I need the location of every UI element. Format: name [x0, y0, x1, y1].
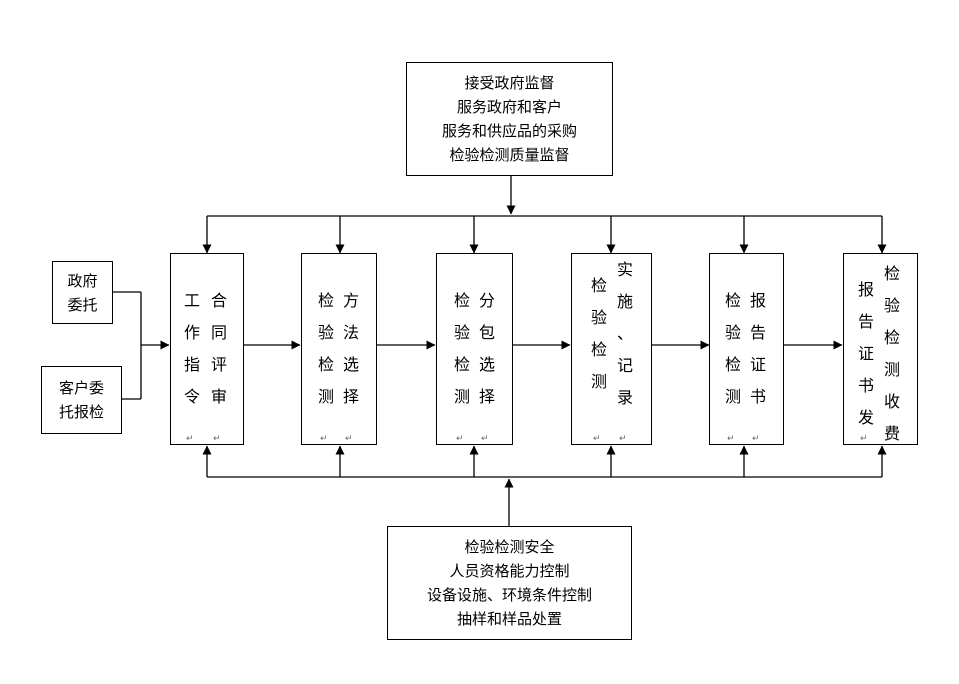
step-char: 记: [616, 356, 633, 375]
step-char: 作: [183, 323, 200, 342]
step-col-1: 检验检测: [451, 254, 473, 413]
step-char: 实: [616, 260, 633, 279]
step-char: 施: [616, 292, 633, 311]
step-char: 择: [342, 387, 359, 406]
step-char: 检: [453, 291, 470, 310]
input-box-client: 客户委 托报检: [41, 366, 122, 434]
step-char: 告: [857, 312, 874, 331]
step-char: 报: [857, 280, 874, 299]
step-char: 测: [453, 387, 470, 406]
step-col-2: 实施、记录: [614, 254, 636, 414]
step-char: 指: [183, 355, 200, 374]
bottom-box-line: 设备设施、环境条件控制: [426, 586, 592, 604]
bottom-box-line: 检验检测安全: [464, 538, 555, 556]
step-box-3: 检验检测 分包选择 ↵↵: [436, 253, 513, 445]
step-col-2: 分包选择: [476, 254, 498, 413]
bottom-box-line: 人员资格能力控制: [449, 562, 570, 580]
step-col-2: 方法选择: [340, 254, 362, 413]
top-box-supervision: 接受政府监督 服务政府和客户 服务和供应品的采购 检验检测质量监督: [406, 62, 613, 176]
step-char: 书: [857, 376, 874, 395]
step-char: 检: [883, 264, 900, 283]
step-box-5: 检验检测 报告证书 ↵↵: [709, 253, 784, 445]
step-col-1: 检验检测: [315, 254, 337, 413]
top-box-line: 接受政府监督: [464, 74, 555, 92]
step-col-1: 报告证书发: [855, 254, 877, 434]
input-line: 托报检: [58, 403, 104, 421]
step-char: 验: [317, 323, 334, 342]
top-box-line: 服务政府和客户: [456, 98, 562, 116]
step-char: 检: [590, 340, 607, 359]
step-char: 收: [883, 392, 900, 411]
step-char: 、: [616, 324, 633, 343]
step-char: 书: [749, 387, 766, 406]
step-char: 证: [857, 344, 874, 363]
step-char: 录: [616, 388, 633, 407]
step-char: 评: [210, 355, 227, 374]
step-char: 费: [883, 424, 900, 443]
step-char: 报: [749, 291, 766, 310]
step-char: 合: [210, 291, 227, 310]
step-char: 测: [883, 360, 900, 379]
step-char: 验: [453, 323, 470, 342]
step-col-2: 合同评审: [208, 254, 230, 413]
step-col-2: 报告证书: [747, 254, 769, 413]
step-char: 法: [342, 323, 359, 342]
step-char: 选: [342, 355, 359, 374]
input-box-government: 政府 委托: [52, 261, 113, 324]
input-line: 政府: [67, 271, 98, 290]
step-char: 审: [210, 387, 227, 406]
step-char: 检: [317, 355, 334, 374]
step-char: 测: [590, 372, 607, 391]
input-line: 委托: [67, 295, 98, 314]
step-char: 方: [342, 291, 359, 310]
step-char: 分: [478, 291, 495, 310]
step-char: 包: [478, 323, 495, 342]
step-char: 发: [857, 408, 874, 427]
step-char: 测: [724, 387, 741, 406]
step-box-6: 报告证书发 检验检测收费 ↵↵: [843, 253, 918, 445]
step-char: 检: [883, 328, 900, 347]
bottom-box-line: 抽样和样品处置: [456, 610, 562, 628]
step-col-1: 检验检测: [722, 254, 744, 413]
step-col-2: 检验检测收费: [881, 254, 903, 450]
input-line: 客户委: [58, 379, 104, 397]
step-char: 验: [724, 323, 741, 342]
step-col-1: 检验检测: [588, 254, 610, 398]
step-char: 验: [590, 308, 607, 327]
step-char: 检: [724, 291, 741, 310]
step-char: 择: [478, 387, 495, 406]
step-char: 测: [317, 387, 334, 406]
step-char: 选: [478, 355, 495, 374]
step-box-2: 检验检测 方法选择 ↵↵: [301, 253, 377, 445]
step-col-1: 工作指令: [181, 254, 203, 413]
step-char: 检: [724, 355, 741, 374]
bottom-box-resources: 检验检测安全 人员资格能力控制 设备设施、环境条件控制 抽样和样品处置: [387, 526, 632, 640]
top-box-line: 检验检测质量监督: [449, 146, 570, 164]
step-char: 令: [183, 387, 200, 406]
step-char: 工: [183, 291, 200, 310]
step-char: 检: [317, 291, 334, 310]
step-char: 同: [210, 323, 227, 342]
step-box-1: 工作指令 合同评审 ↵↵: [170, 253, 244, 445]
step-char: 证: [749, 355, 766, 374]
step-char: 检: [453, 355, 470, 374]
step-box-4: 检验检测 实施、记录 ↵↵: [571, 253, 652, 445]
step-char: 检: [590, 276, 607, 295]
step-char: 验: [883, 296, 900, 315]
step-char: 告: [749, 323, 766, 342]
top-box-line: 服务和供应品的采购: [441, 122, 577, 140]
